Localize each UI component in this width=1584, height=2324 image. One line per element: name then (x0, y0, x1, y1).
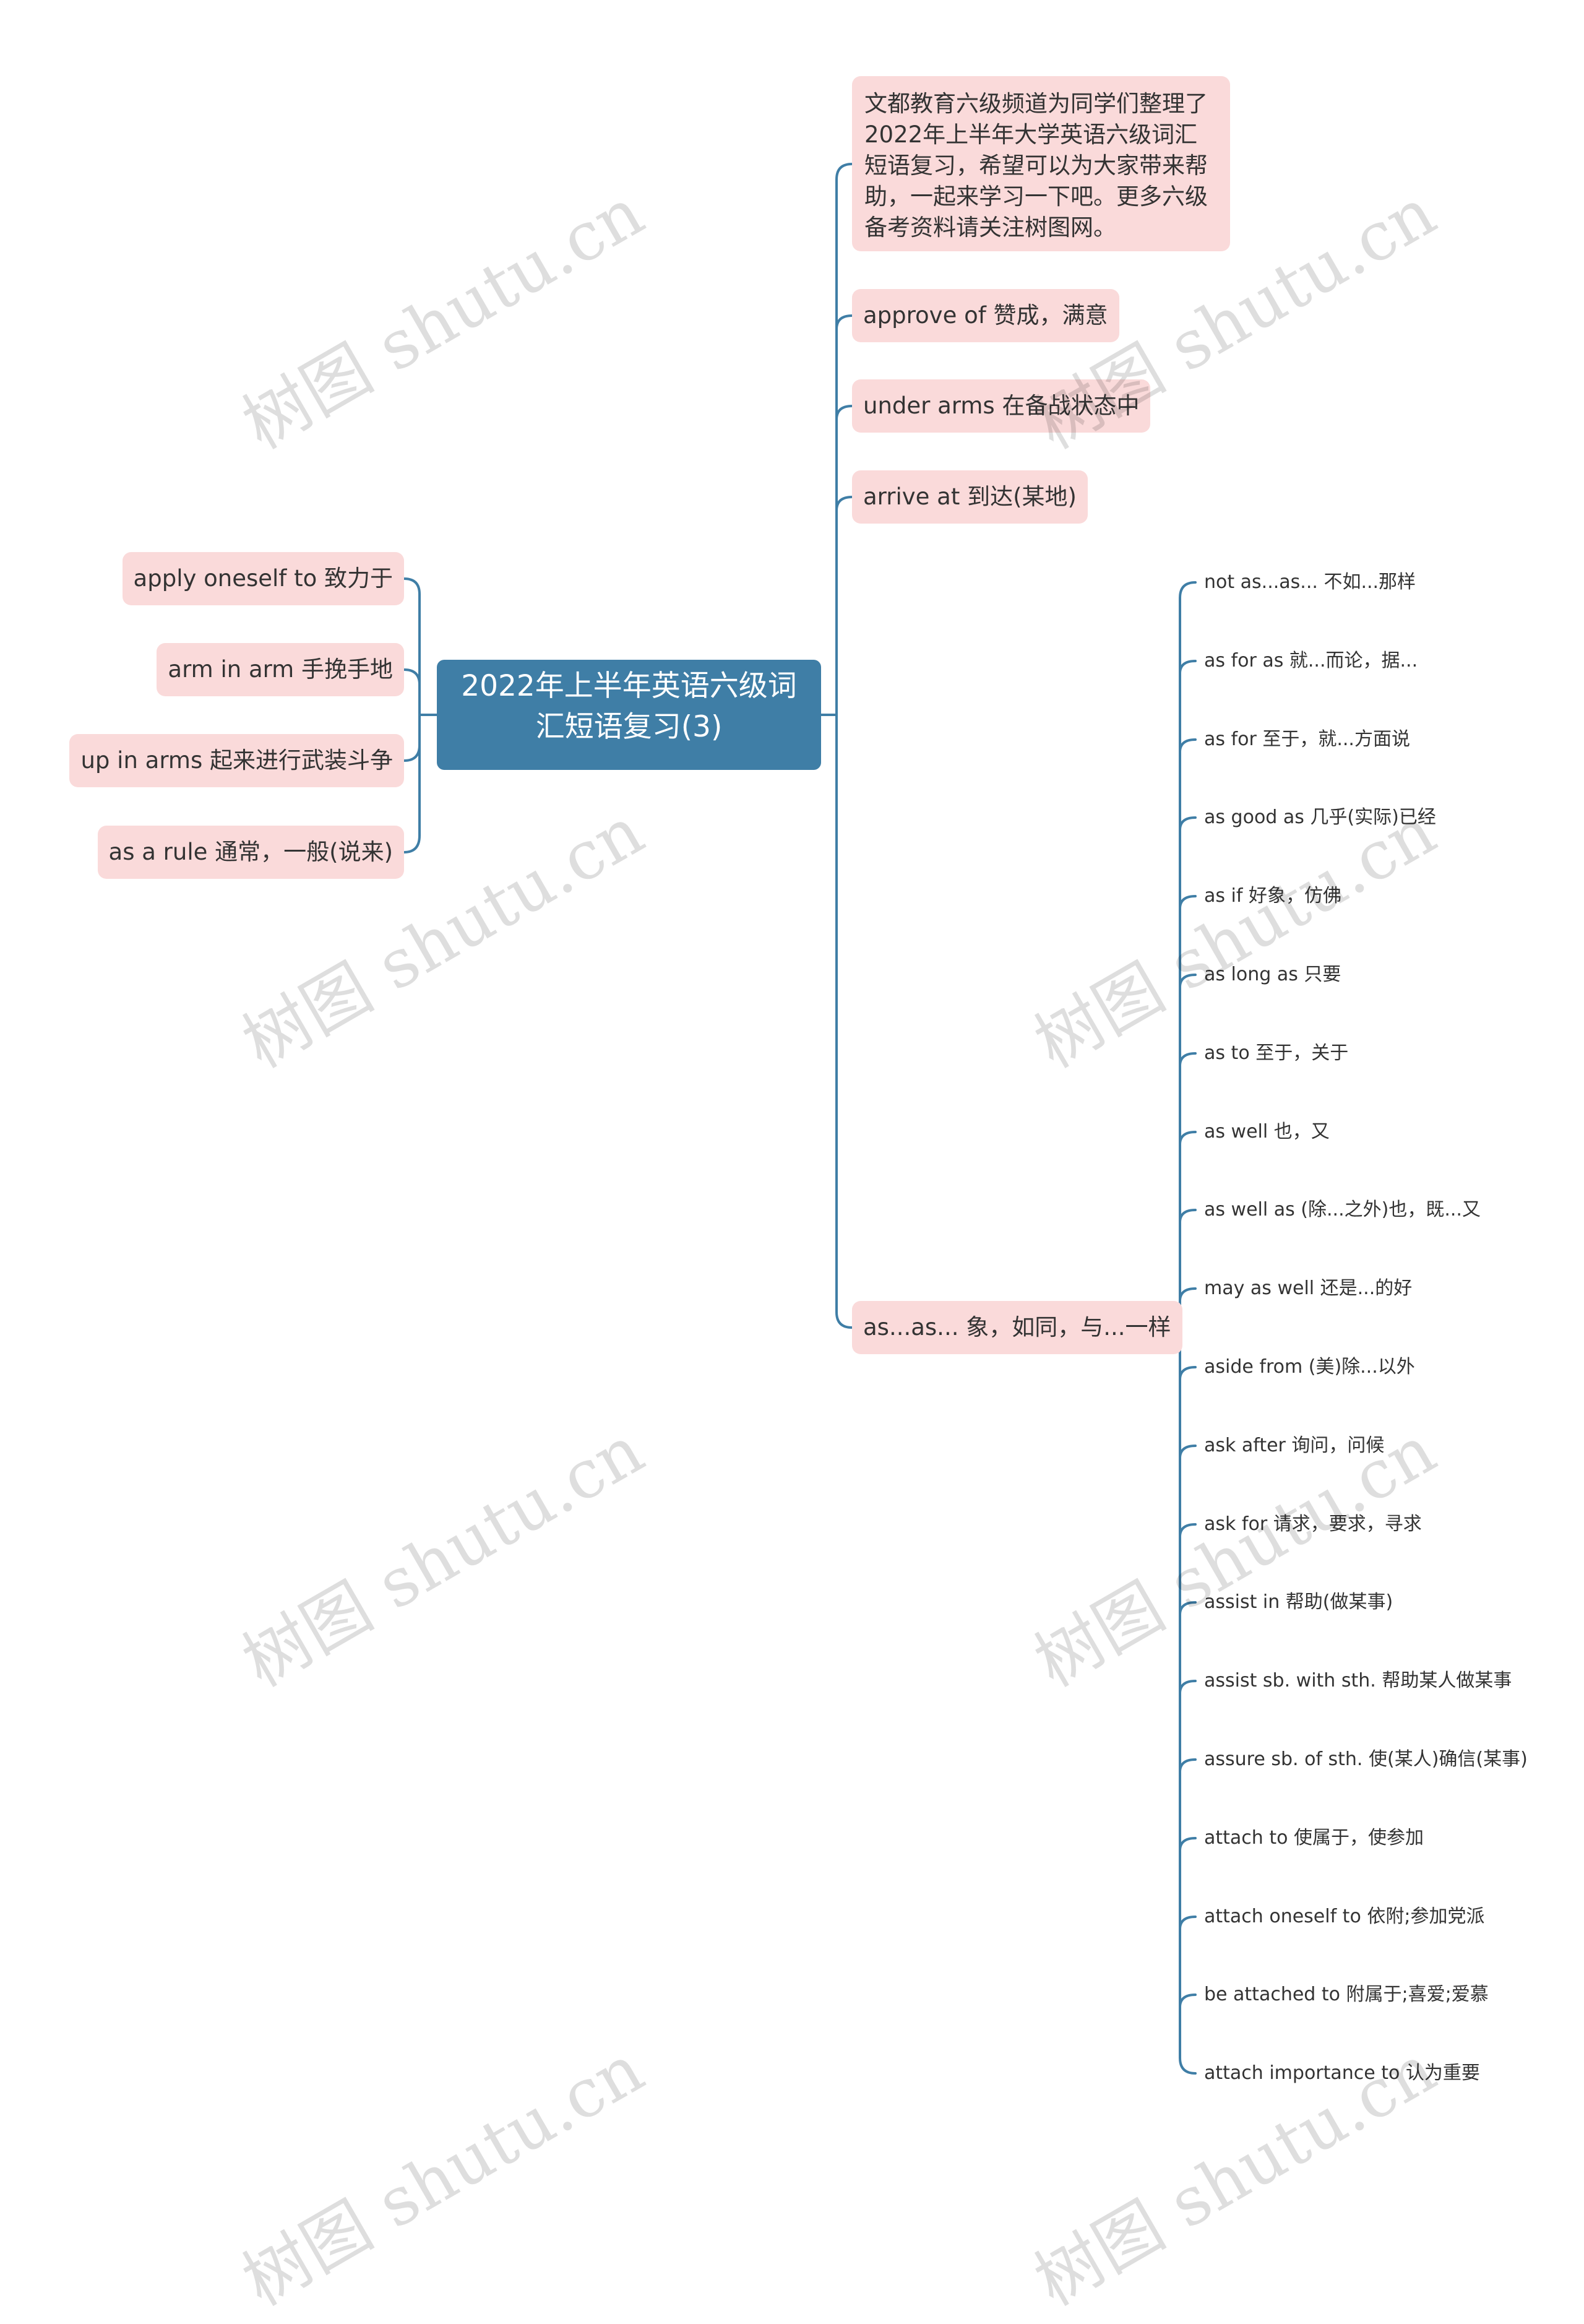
leaf-connector (1179, 816, 1197, 831)
left-node-arm-in-arm[interactable]: arm in arm 手挽手地 (157, 643, 404, 696)
arm-in-arm-label: arm in arm 手挽手地 (168, 656, 393, 683)
leaf-connector (1179, 1994, 1197, 2008)
as-as-child-item[interactable]: as for as 就...而论，据... (1204, 650, 1418, 672)
leaf-connector (1179, 738, 1197, 753)
as-as-child-item[interactable]: as well as (除...之外)也，既...又 (1204, 1199, 1481, 1220)
as-as-child-item[interactable]: attach to 使属于，使参加 (1204, 1827, 1424, 1849)
connector-up-in-arms (403, 744, 421, 762)
as-as-child-item[interactable]: as if 好象，仿佛 (1204, 885, 1341, 907)
connector-arrive (835, 496, 853, 512)
as-as-child-item[interactable]: attach oneself to 依附;参加党派 (1204, 1906, 1485, 1927)
as-as-node[interactable]: as...as... 象，如同，与...一样 (852, 1301, 1182, 1354)
leaf-connector (1179, 974, 1197, 988)
leaf-connector (1179, 1601, 1197, 1616)
as-as-child-item[interactable]: as well 也，又 (1204, 1121, 1330, 1143)
connector-left-trunk (403, 577, 421, 853)
connector-arm-in-arm (403, 668, 421, 686)
as-as-child-item[interactable]: aside from (美)除...以外 (1204, 1356, 1415, 1378)
leaf-connector (1179, 1916, 1197, 1930)
approve-of-label: approve of 赞成，满意 (863, 302, 1108, 329)
connector-asas-trunk (1179, 581, 1197, 2075)
under-arms-label: under arms 在备战状态中 (863, 392, 1140, 419)
connector-right-trunk (835, 163, 853, 1329)
connector-approve (835, 314, 853, 330)
as-as-child-item[interactable]: ask for 请求，要求，寻求 (1204, 1513, 1422, 1535)
left-node-up-in-arms[interactable]: up in arms 起来进行武装斗争 (69, 734, 404, 787)
root-label: 2022年上半年英语六级词汇短语复习(3) (461, 669, 797, 744)
apply-oneself-label: apply oneself to 致力于 (133, 565, 393, 592)
intro-node[interactable]: 文都教育六级频道为同学们整理了2022年上半年大学英语六级词汇短语复习，希望可以… (852, 76, 1230, 251)
mind-map: 2022年上半年英语六级词汇短语复习(3) 文都教育六级频道为同学们整理了202… (69, 76, 1528, 2321)
left-node-as-a-rule[interactable]: as a rule 通常，一般(说来) (97, 826, 404, 879)
under-arms-node[interactable]: under arms 在备战状态中 (852, 379, 1151, 433)
arrive-at-node[interactable]: arrive at 到达(某地) (852, 470, 1088, 524)
as-as-child-item[interactable]: assure sb. of sth. 使(某人)确信(某事) (1204, 1748, 1528, 1770)
leaf-connector (1179, 1837, 1197, 1852)
leaf-connector (1179, 1052, 1197, 1067)
as-as-label: as...as... 象，如同，与...一样 (863, 1314, 1171, 1341)
as-as-child-item[interactable]: may as well 还是...的好 (1204, 1277, 1413, 1299)
as-as-child-item[interactable]: assist in 帮助(做某事) (1204, 1591, 1393, 1613)
as-as-child-item[interactable]: assist sb. with sth. 帮助某人做某事 (1204, 1670, 1512, 1691)
leaf-connector (1179, 1131, 1197, 1146)
intro-label: 文都教育六级频道为同学们整理了2022年上半年大学英语六级词汇短语复习，希望可以… (864, 90, 1208, 241)
connector-lines (403, 163, 1197, 2075)
as-as-child-item[interactable]: be attached to 附属于;喜爱;爱慕 (1204, 1984, 1489, 2005)
leaf-connector (1179, 1287, 1197, 1302)
leaf-connector (1179, 1445, 1197, 1459)
connector-under-arms (835, 405, 853, 421)
as-a-rule-label: as a rule 通常，一般(说来) (108, 839, 393, 865)
arrive-at-label: arrive at 到达(某地) (863, 483, 1077, 510)
leaf-connector (1179, 1758, 1197, 1773)
as-as-child-item[interactable]: as long as 只要 (1204, 964, 1341, 985)
as-as-child-item[interactable]: not as...as... 不如...那样 (1204, 571, 1416, 593)
as-as-child-item[interactable]: as for 至于，就...方面说 (1204, 728, 1410, 750)
leaf-connectors (1179, 660, 1197, 2008)
root-node[interactable]: 2022年上半年英语六级词汇短语复习(3) (437, 660, 821, 770)
leaf-connector (1179, 895, 1197, 910)
leaf-connector (1179, 1523, 1197, 1538)
leaf-connector (1179, 1366, 1197, 1381)
leaf-connector (1179, 1680, 1197, 1695)
approve-of-node[interactable]: approve of 赞成，满意 (852, 289, 1119, 342)
leaf-connector (1179, 1209, 1197, 1224)
as-as-child-item[interactable]: attach importance to 认为重要 (1204, 2062, 1480, 2084)
leaf-connector (1179, 660, 1197, 675)
left-node-apply-oneself[interactable]: apply oneself to 致力于 (122, 552, 404, 605)
as-as-child-item[interactable]: as good as 几乎(实际)已经 (1204, 806, 1436, 828)
as-as-child-item[interactable]: ask after 询问，问候 (1204, 1435, 1385, 1456)
as-as-child-item[interactable]: as to 至于，关于 (1204, 1042, 1349, 1064)
up-in-arms-label: up in arms 起来进行武装斗争 (80, 747, 393, 774)
